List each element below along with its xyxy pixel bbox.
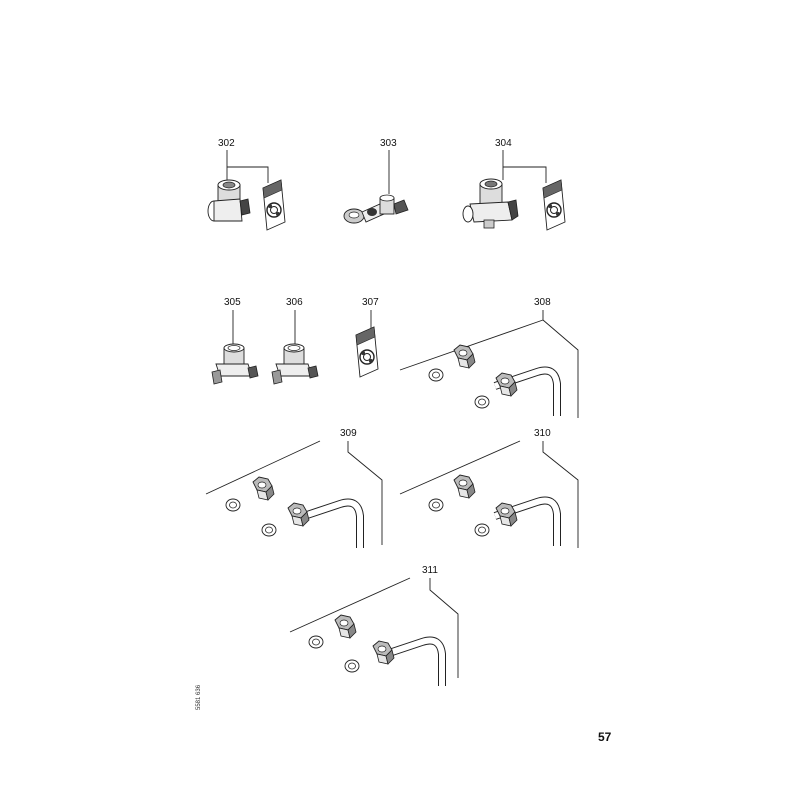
part-303: 303 <box>343 138 409 224</box>
washer-icon <box>308 635 324 649</box>
part-number-303: 303 <box>380 138 397 149</box>
part-number-310: 310 <box>534 428 551 439</box>
washer-icon <box>225 498 241 512</box>
part-310: 310 <box>399 428 579 548</box>
union-nut-icon <box>453 474 476 499</box>
part-number-306: 306 <box>286 297 303 308</box>
part-number-309: 309 <box>340 428 357 439</box>
part-306: 306 <box>271 297 319 385</box>
union-nut-icon <box>372 640 395 665</box>
part-number-308: 308 <box>534 297 551 308</box>
part-311: 311 <box>289 565 459 686</box>
union-nut-icon <box>252 476 275 501</box>
gasket-bag-icon <box>542 179 566 231</box>
part-309: 309 <box>205 428 383 549</box>
washer-icon <box>474 395 490 409</box>
washer-icon <box>344 659 360 673</box>
washer-icon <box>474 523 490 537</box>
drain-cock-icon <box>343 194 409 224</box>
part-308: 308 <box>399 297 579 418</box>
connection-pipe-icon <box>258 477 360 549</box>
document-id: 5581 636 <box>196 684 202 710</box>
part-number-304: 304 <box>495 138 512 149</box>
part-number-302: 302 <box>218 138 235 149</box>
part-307: 307 <box>355 297 379 378</box>
union-nut-icon <box>334 614 357 639</box>
ball-valve-icon <box>207 179 251 222</box>
part-305: 305 <box>211 297 259 385</box>
part-304: 304 <box>462 138 566 231</box>
washer-icon <box>428 498 444 512</box>
page-number: 57 <box>598 730 612 744</box>
gasket-bag-icon <box>355 326 379 378</box>
gasket-bag-icon <box>262 179 286 231</box>
union-nut-icon <box>287 502 310 527</box>
part-number-305: 305 <box>224 297 241 308</box>
union-nut-icon <box>453 344 476 369</box>
part-302: 302 <box>207 138 286 231</box>
washer-icon <box>428 368 444 382</box>
part-number-311: 311 <box>422 565 438 576</box>
washer-icon <box>261 523 277 537</box>
part-number-307: 307 <box>362 297 379 308</box>
shutoff-valve-icon <box>271 343 319 385</box>
shutoff-valve-icon <box>211 343 259 385</box>
valve-with-tee-icon <box>462 178 519 229</box>
